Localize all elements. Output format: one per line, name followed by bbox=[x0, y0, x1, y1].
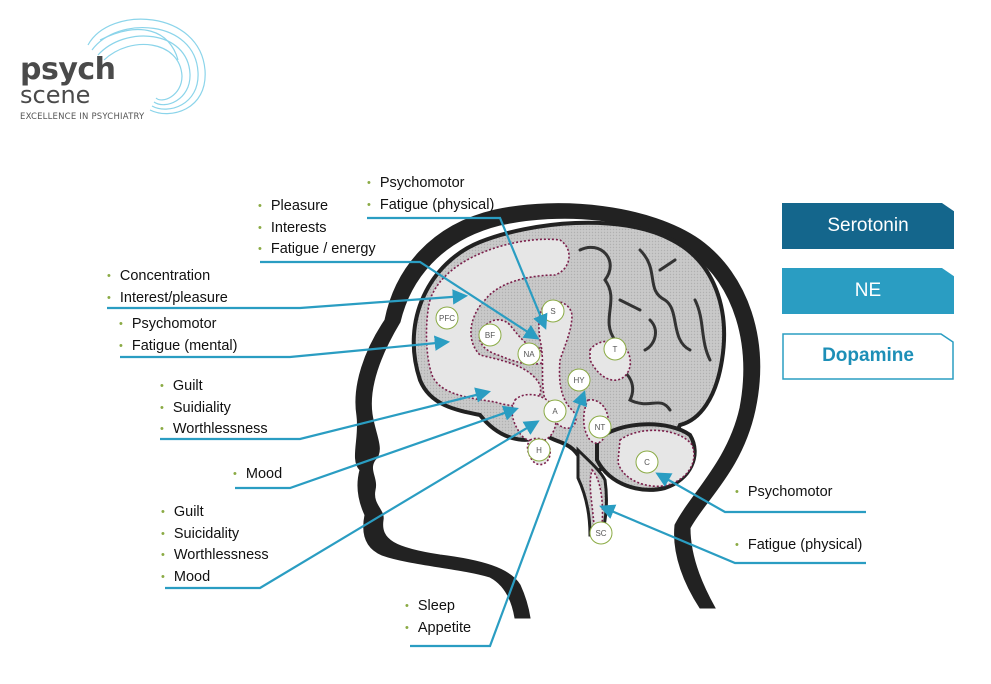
annotation-item: Worthlessness bbox=[161, 545, 269, 567]
annotation-item: Guilt bbox=[161, 502, 269, 524]
legend-serotonin: Serotonin bbox=[782, 203, 954, 249]
arrow-psychomotor-mental bbox=[120, 335, 451, 359]
arrow-sleep bbox=[410, 390, 587, 648]
annotation-item: Fatigue (physical) bbox=[367, 195, 494, 217]
region-label-s: S bbox=[550, 307, 555, 316]
annotation-item: Concentration bbox=[107, 266, 228, 288]
legend-ne: NE bbox=[782, 268, 954, 314]
annotation-item: Suicidality bbox=[161, 524, 269, 546]
region-nodes: PFC BF S NA T HY A NT H C SC bbox=[435, 299, 659, 545]
region-label-nt: NT bbox=[595, 423, 606, 432]
arrow-top-center bbox=[367, 216, 548, 330]
arrow-right-fatigue bbox=[599, 504, 866, 565]
annotation-item: Psychomotor bbox=[735, 482, 833, 504]
annotation-mood: Mood bbox=[233, 464, 282, 486]
dopamine-box-border bbox=[782, 333, 954, 380]
annotation-sleep: Sleep Appetite bbox=[405, 596, 471, 639]
arrow-top-left bbox=[260, 260, 540, 340]
annotation-item: Interest/pleasure bbox=[107, 288, 228, 310]
logo: psych scene EXCELLENCE IN PSYCHIATRY bbox=[20, 55, 144, 122]
annotation-item: Mood bbox=[233, 464, 282, 486]
region-node-a: A bbox=[543, 399, 567, 423]
region-node-t: T bbox=[603, 337, 627, 361]
annotation-right-psychomotor: Psychomotor bbox=[735, 482, 833, 504]
annotation-item: Interests bbox=[258, 218, 376, 240]
annotation-top-center: Psychomotor Fatigue (physical) bbox=[367, 173, 494, 216]
logo-line1: psych bbox=[20, 52, 116, 87]
annotation-item: Worthlessness bbox=[160, 419, 268, 441]
annotation-item: Fatigue (physical) bbox=[735, 535, 862, 557]
annotation-item: Psychomotor bbox=[119, 314, 237, 336]
region-label-t: T bbox=[613, 345, 618, 354]
annotation-item: Fatigue (mental) bbox=[119, 336, 238, 358]
annotation-item: Suidiality bbox=[160, 398, 268, 420]
head-outline bbox=[354, 203, 761, 619]
logo-line2: scene bbox=[20, 81, 91, 109]
region-node-c: C bbox=[635, 450, 659, 474]
region-node-nt: NT bbox=[588, 415, 612, 439]
region-node-h: H bbox=[527, 438, 551, 462]
region-label-hy: HY bbox=[573, 376, 585, 385]
region-node-sc: SC bbox=[589, 521, 613, 545]
region-label-c: C bbox=[644, 458, 650, 467]
region-label-na: NA bbox=[523, 350, 535, 359]
logo-swirl-icon bbox=[87, 18, 206, 115]
arrow-guilt2 bbox=[165, 420, 540, 590]
region-node-s: S bbox=[541, 299, 565, 323]
region-label-a: A bbox=[552, 407, 558, 416]
annotation-item: Appetite bbox=[405, 618, 471, 640]
region-node-hy: HY bbox=[567, 368, 591, 392]
arrow-mood bbox=[235, 405, 519, 490]
annotation-item: Sleep bbox=[405, 596, 471, 618]
annotation-item: Guilt bbox=[160, 376, 268, 398]
region-label-h: H bbox=[536, 446, 542, 455]
region-node-na: NA bbox=[517, 342, 541, 366]
annotation-psychomotor-mental: Psychomotor Fatigue (mental) bbox=[119, 314, 238, 358]
annotation-top-left: Pleasure Interests Fatigue / energy bbox=[258, 196, 376, 261]
annotation-guilt-1: Guilt Suidiality Worthlessness bbox=[160, 376, 268, 441]
arrow-right-psychomotor bbox=[655, 472, 866, 514]
annotation-item: Pleasure bbox=[258, 196, 376, 218]
region-label-pfc: PFC bbox=[439, 314, 455, 323]
annotation-concentration: Concentration Interest/pleasure bbox=[107, 266, 228, 309]
annotation-item: Fatigue / energy bbox=[258, 239, 376, 261]
legend-dopamine: Dopamine bbox=[822, 345, 914, 366]
region-label-bf: BF bbox=[485, 331, 495, 340]
annotation-item: Psychomotor bbox=[367, 173, 494, 195]
region-node-pfc: PFC bbox=[435, 306, 459, 330]
annotation-right-fatigue: Fatigue (physical) bbox=[735, 535, 862, 557]
region-label-sc: SC bbox=[595, 529, 606, 538]
logo-tagline: EXCELLENCE IN PSYCHIATRY bbox=[20, 112, 145, 122]
region-node-bf: BF bbox=[478, 323, 502, 347]
annotation-guilt-2: Guilt Suicidality Worthlessness Mood bbox=[161, 502, 269, 588]
annotation-item: Mood bbox=[161, 567, 269, 589]
